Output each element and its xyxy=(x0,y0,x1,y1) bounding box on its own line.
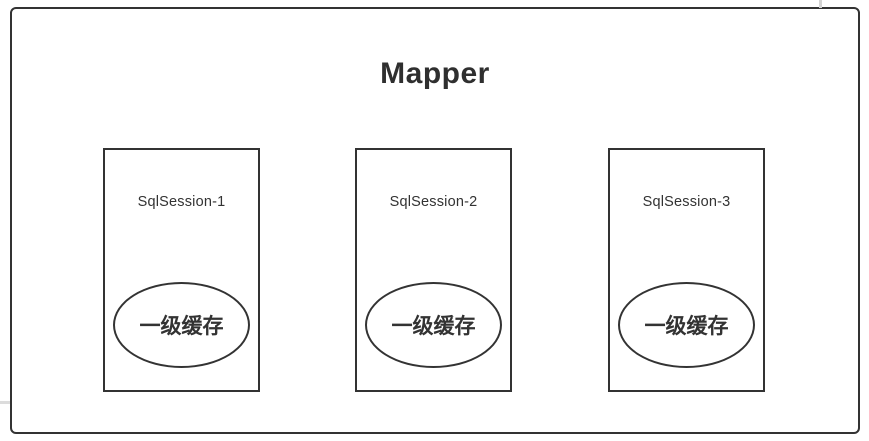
mapper-container-box: Mapper SqlSession-1 一级缓存 SqlSession-2 一级… xyxy=(10,7,860,434)
window-edge-artifact-top xyxy=(819,0,822,8)
first-level-cache-label-3: 一级缓存 xyxy=(644,315,729,338)
first-level-cache-ellipse-1: 一级缓存 xyxy=(113,282,250,368)
sqlsession-3-label: SqlSession-3 xyxy=(642,194,731,210)
first-level-cache-label-1: 一级缓存 xyxy=(139,315,224,338)
window-edge-artifact-left xyxy=(0,401,10,404)
sqlsession-1-label: SqlSession-1 xyxy=(137,194,226,210)
first-level-cache-ellipse-3: 一级缓存 xyxy=(618,282,755,368)
first-level-cache-ellipse-2: 一级缓存 xyxy=(365,282,502,368)
sqlsession-2-box: SqlSession-2 一级缓存 xyxy=(355,148,512,392)
mapper-title: Mapper xyxy=(380,57,490,90)
sqlsession-3-box: SqlSession-3 一级缓存 xyxy=(608,148,765,392)
sqlsession-1-box: SqlSession-1 一级缓存 xyxy=(103,148,260,392)
first-level-cache-label-2: 一级缓存 xyxy=(391,315,476,338)
sqlsession-2-label: SqlSession-2 xyxy=(389,194,478,210)
